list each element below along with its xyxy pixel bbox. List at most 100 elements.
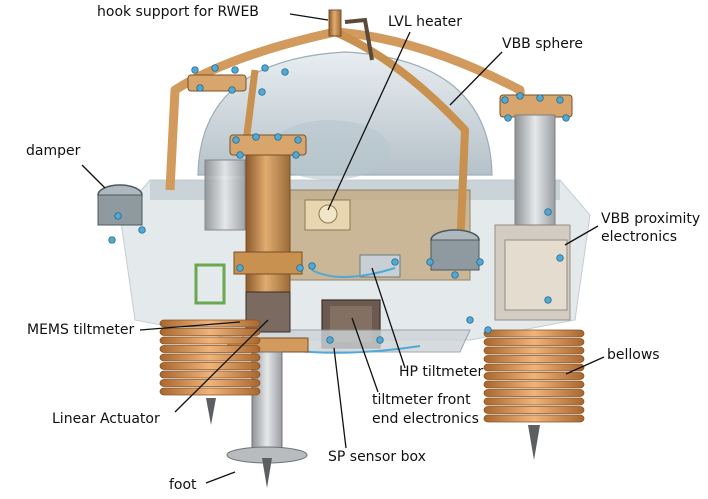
bellows-ring [159, 328, 261, 336]
bolt [308, 262, 316, 270]
label-vbb-sphere: VBB sphere [502, 36, 583, 52]
bolt [504, 114, 512, 122]
left-bellows [159, 319, 261, 396]
leader-lines [81, 13, 605, 484]
leader-mems [139, 321, 241, 331]
bolt [451, 271, 459, 279]
bellows-ring [483, 363, 585, 372]
label-linear-actuator: Linear Actuator [52, 411, 160, 427]
bellows-ring [483, 414, 585, 423]
bolt [236, 151, 244, 159]
bellows-ring [483, 397, 585, 406]
leader-linact [174, 319, 269, 413]
rear-left-body [204, 159, 246, 231]
bellows-ring [159, 353, 261, 362]
bolt [296, 264, 304, 272]
bolt [281, 68, 289, 76]
label-hook-support: hook support for RWEB [97, 4, 259, 20]
hp-tiltmeter [359, 254, 401, 278]
bolt [556, 254, 564, 262]
left-leg-cap [229, 134, 307, 156]
foot-spike [262, 458, 272, 488]
bolt [191, 66, 199, 74]
left-damper-body [97, 194, 143, 226]
hook-pin [328, 9, 342, 37]
hook-strap [344, 17, 374, 61]
bolt [292, 151, 300, 159]
leader-lvl [327, 31, 411, 211]
bolt [228, 86, 236, 94]
bolt [258, 88, 266, 96]
bellows-ring [159, 319, 261, 328]
hook-frame-right [334, 27, 530, 181]
bellows-ring [159, 345, 261, 353]
bolt [138, 226, 146, 234]
bolt [466, 316, 474, 324]
bolt [544, 296, 552, 304]
left-spike [206, 398, 216, 425]
bolt [196, 84, 204, 92]
leader-damper [81, 164, 106, 189]
mems-screen [194, 263, 226, 305]
bellows-ring [483, 338, 585, 346]
hook-frame-mid [333, 28, 469, 251]
label-sp-sensor-box: SP sensor box [328, 449, 426, 465]
bolt [114, 212, 122, 220]
right-spike [528, 425, 540, 460]
label-vbb-proximity-1: VBB proximity [601, 211, 701, 227]
bolt [516, 92, 524, 100]
bolt [391, 258, 399, 266]
bellows-ring [483, 329, 585, 338]
label-foot: foot [169, 477, 197, 493]
vbb-proximity-electronics [504, 239, 568, 311]
right-bellows [483, 329, 585, 423]
bolt [232, 136, 240, 144]
leader-vbb-prox [564, 225, 599, 246]
label-lvl-heater: LVL heater [388, 14, 463, 30]
leader-hook [289, 13, 329, 21]
bolts [108, 64, 570, 344]
right-damper-body [430, 239, 480, 271]
label-damper: damper [26, 143, 81, 159]
bolt [274, 133, 282, 141]
bolt [426, 258, 434, 266]
hook-frame-left [165, 27, 336, 191]
bolt [501, 96, 509, 104]
label-hp-tiltmeter: HP tiltmeter [399, 364, 484, 380]
bolt [211, 64, 219, 72]
bolt [252, 133, 260, 141]
bellows-ring [483, 355, 585, 363]
label-mems-tiltmeter: MEMS tiltmeter [27, 322, 135, 338]
left-leg-column [245, 139, 291, 321]
left-leg-collar [233, 251, 303, 275]
bolt [236, 264, 244, 272]
bolt [326, 336, 334, 344]
bolt [536, 94, 544, 102]
bolt [108, 236, 116, 244]
leader-tiltfe [351, 317, 379, 393]
bellows-ring [159, 379, 261, 387]
bellows-ring [483, 389, 585, 397]
bolt [231, 66, 239, 74]
bolt [261, 64, 269, 72]
label-bellows: bellows [607, 347, 660, 363]
bellows-ring [483, 406, 585, 414]
bolt [562, 114, 570, 122]
label-tiltmeter-fe-1: tiltmeter front [372, 392, 471, 408]
bellows-ring [159, 362, 261, 370]
bellows-ring [483, 346, 585, 355]
leader-sp [333, 347, 347, 449]
leader-vbb [449, 51, 503, 106]
leader-bellows [565, 356, 605, 375]
label-tiltmeter-fe-2: end electronics [372, 411, 479, 427]
bolt [476, 258, 484, 266]
leader-hp [371, 267, 406, 369]
bellows-ring [159, 387, 261, 396]
heater-disc [318, 204, 338, 224]
label-vbb-proximity-2: electronics [601, 229, 678, 245]
bellows-ring [483, 372, 585, 380]
bolt [376, 336, 384, 344]
bellows-ring [159, 336, 261, 345]
